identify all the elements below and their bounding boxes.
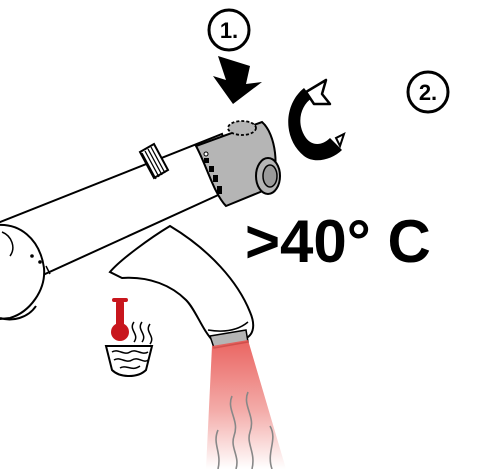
thermometer-hot-icon [111,298,129,341]
step-2-badge: 2. [408,72,448,112]
step-1-badge: 1. [209,10,249,50]
spout [110,226,253,348]
rotate-arrow-icon [288,80,344,160]
step-1-label: 1. [220,18,238,43]
temperature-label: >40° C [245,208,431,275]
hot-water-stream [206,340,286,469]
down-arrow-icon [213,52,266,108]
step-2-label: 2. [419,80,437,105]
